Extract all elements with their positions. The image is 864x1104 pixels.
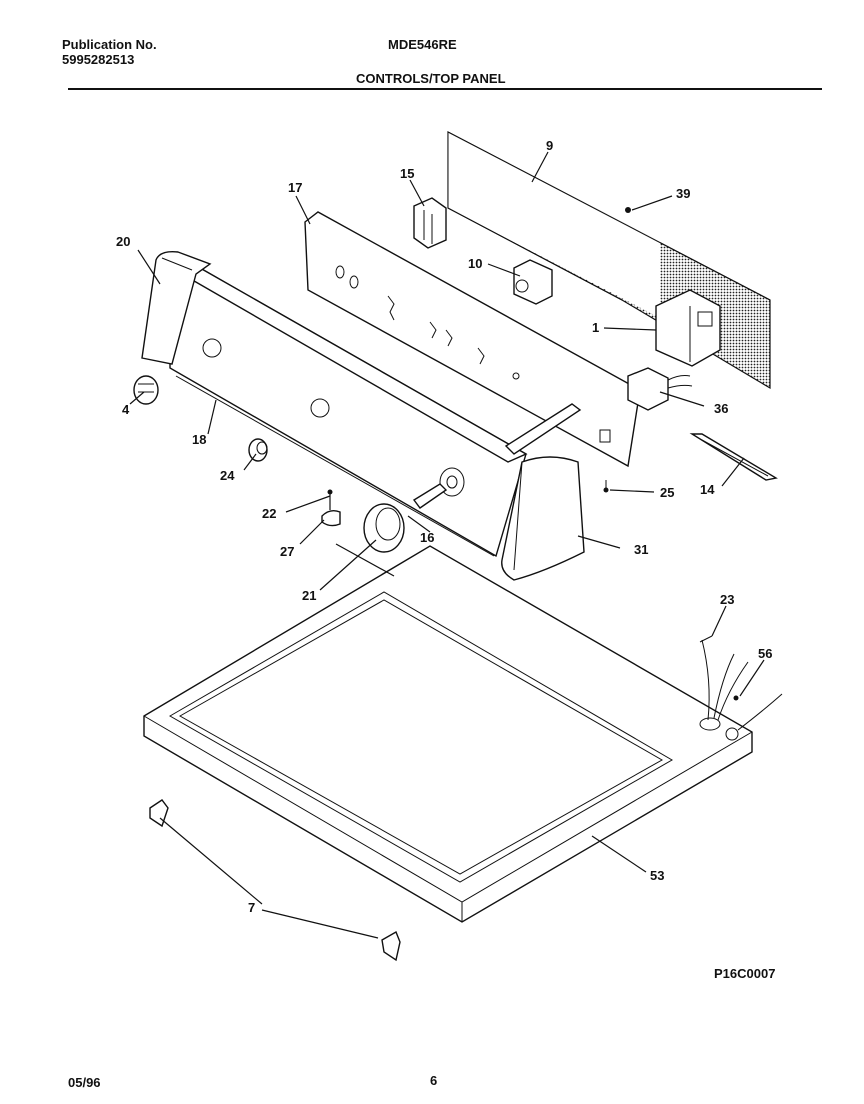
callout-23: 23 (720, 592, 734, 607)
callout-27: 27 (280, 544, 294, 559)
footer-date: 05/96 (68, 1075, 101, 1090)
hinge-clip-7a (149, 799, 169, 828)
callout-39: 39 (676, 186, 690, 201)
callout-24: 24 (220, 468, 235, 483)
callout-56: 56 (758, 646, 772, 661)
callout-9: 9 (546, 138, 553, 153)
callout-17: 17 (288, 180, 302, 195)
model-number: MDE546RE (388, 37, 457, 52)
control-backplate (304, 211, 641, 468)
rear-control-panel-white (448, 132, 660, 318)
footer-page: 6 (430, 1073, 438, 1088)
timer-1 (655, 289, 721, 367)
end-cap-20 (141, 250, 212, 365)
bracket-36 (627, 367, 693, 411)
switch-15 (413, 197, 447, 249)
top-panel-53 (143, 545, 783, 923)
callout-4: 4 (122, 402, 130, 417)
callout-20: 20 (116, 234, 130, 249)
hinge-clip-7b (381, 930, 401, 962)
callout-25: 25 (660, 485, 674, 500)
callout-18: 18 (192, 432, 206, 447)
callout-7: 7 (248, 900, 255, 915)
publication-label: Publication No. (62, 37, 157, 52)
bushing-24 (248, 438, 268, 462)
screw-56 (733, 695, 739, 701)
header-rule (68, 88, 822, 90)
callout-16: 16 (420, 530, 434, 545)
harness-strip-14 (689, 433, 778, 481)
knob-pointer-27 (321, 509, 341, 527)
section-title: CONTROLS/TOP PANEL (356, 71, 506, 86)
screw-39 (625, 207, 631, 213)
publication-number: 5995282513 (62, 52, 135, 67)
callout-31: 31 (634, 542, 648, 557)
knob-4 (133, 375, 159, 405)
knob-21 (363, 503, 405, 553)
callout-22: 22 (262, 506, 276, 521)
callout-36: 36 (714, 401, 728, 416)
drive-shaft (412, 483, 448, 509)
callout-53: 53 (650, 868, 664, 883)
leader-lines (129, 151, 765, 939)
wire-harness-23 (699, 635, 749, 721)
callout-14: 14 (700, 482, 715, 497)
callout-10: 10 (468, 256, 482, 271)
callout-21: 21 (302, 588, 316, 603)
diagram-code: P16C0007 (714, 966, 776, 981)
switch-10 (513, 259, 553, 305)
end-cap-31 (501, 456, 585, 581)
callout-15: 15 (400, 166, 414, 181)
callout-1: 1 (592, 320, 599, 335)
